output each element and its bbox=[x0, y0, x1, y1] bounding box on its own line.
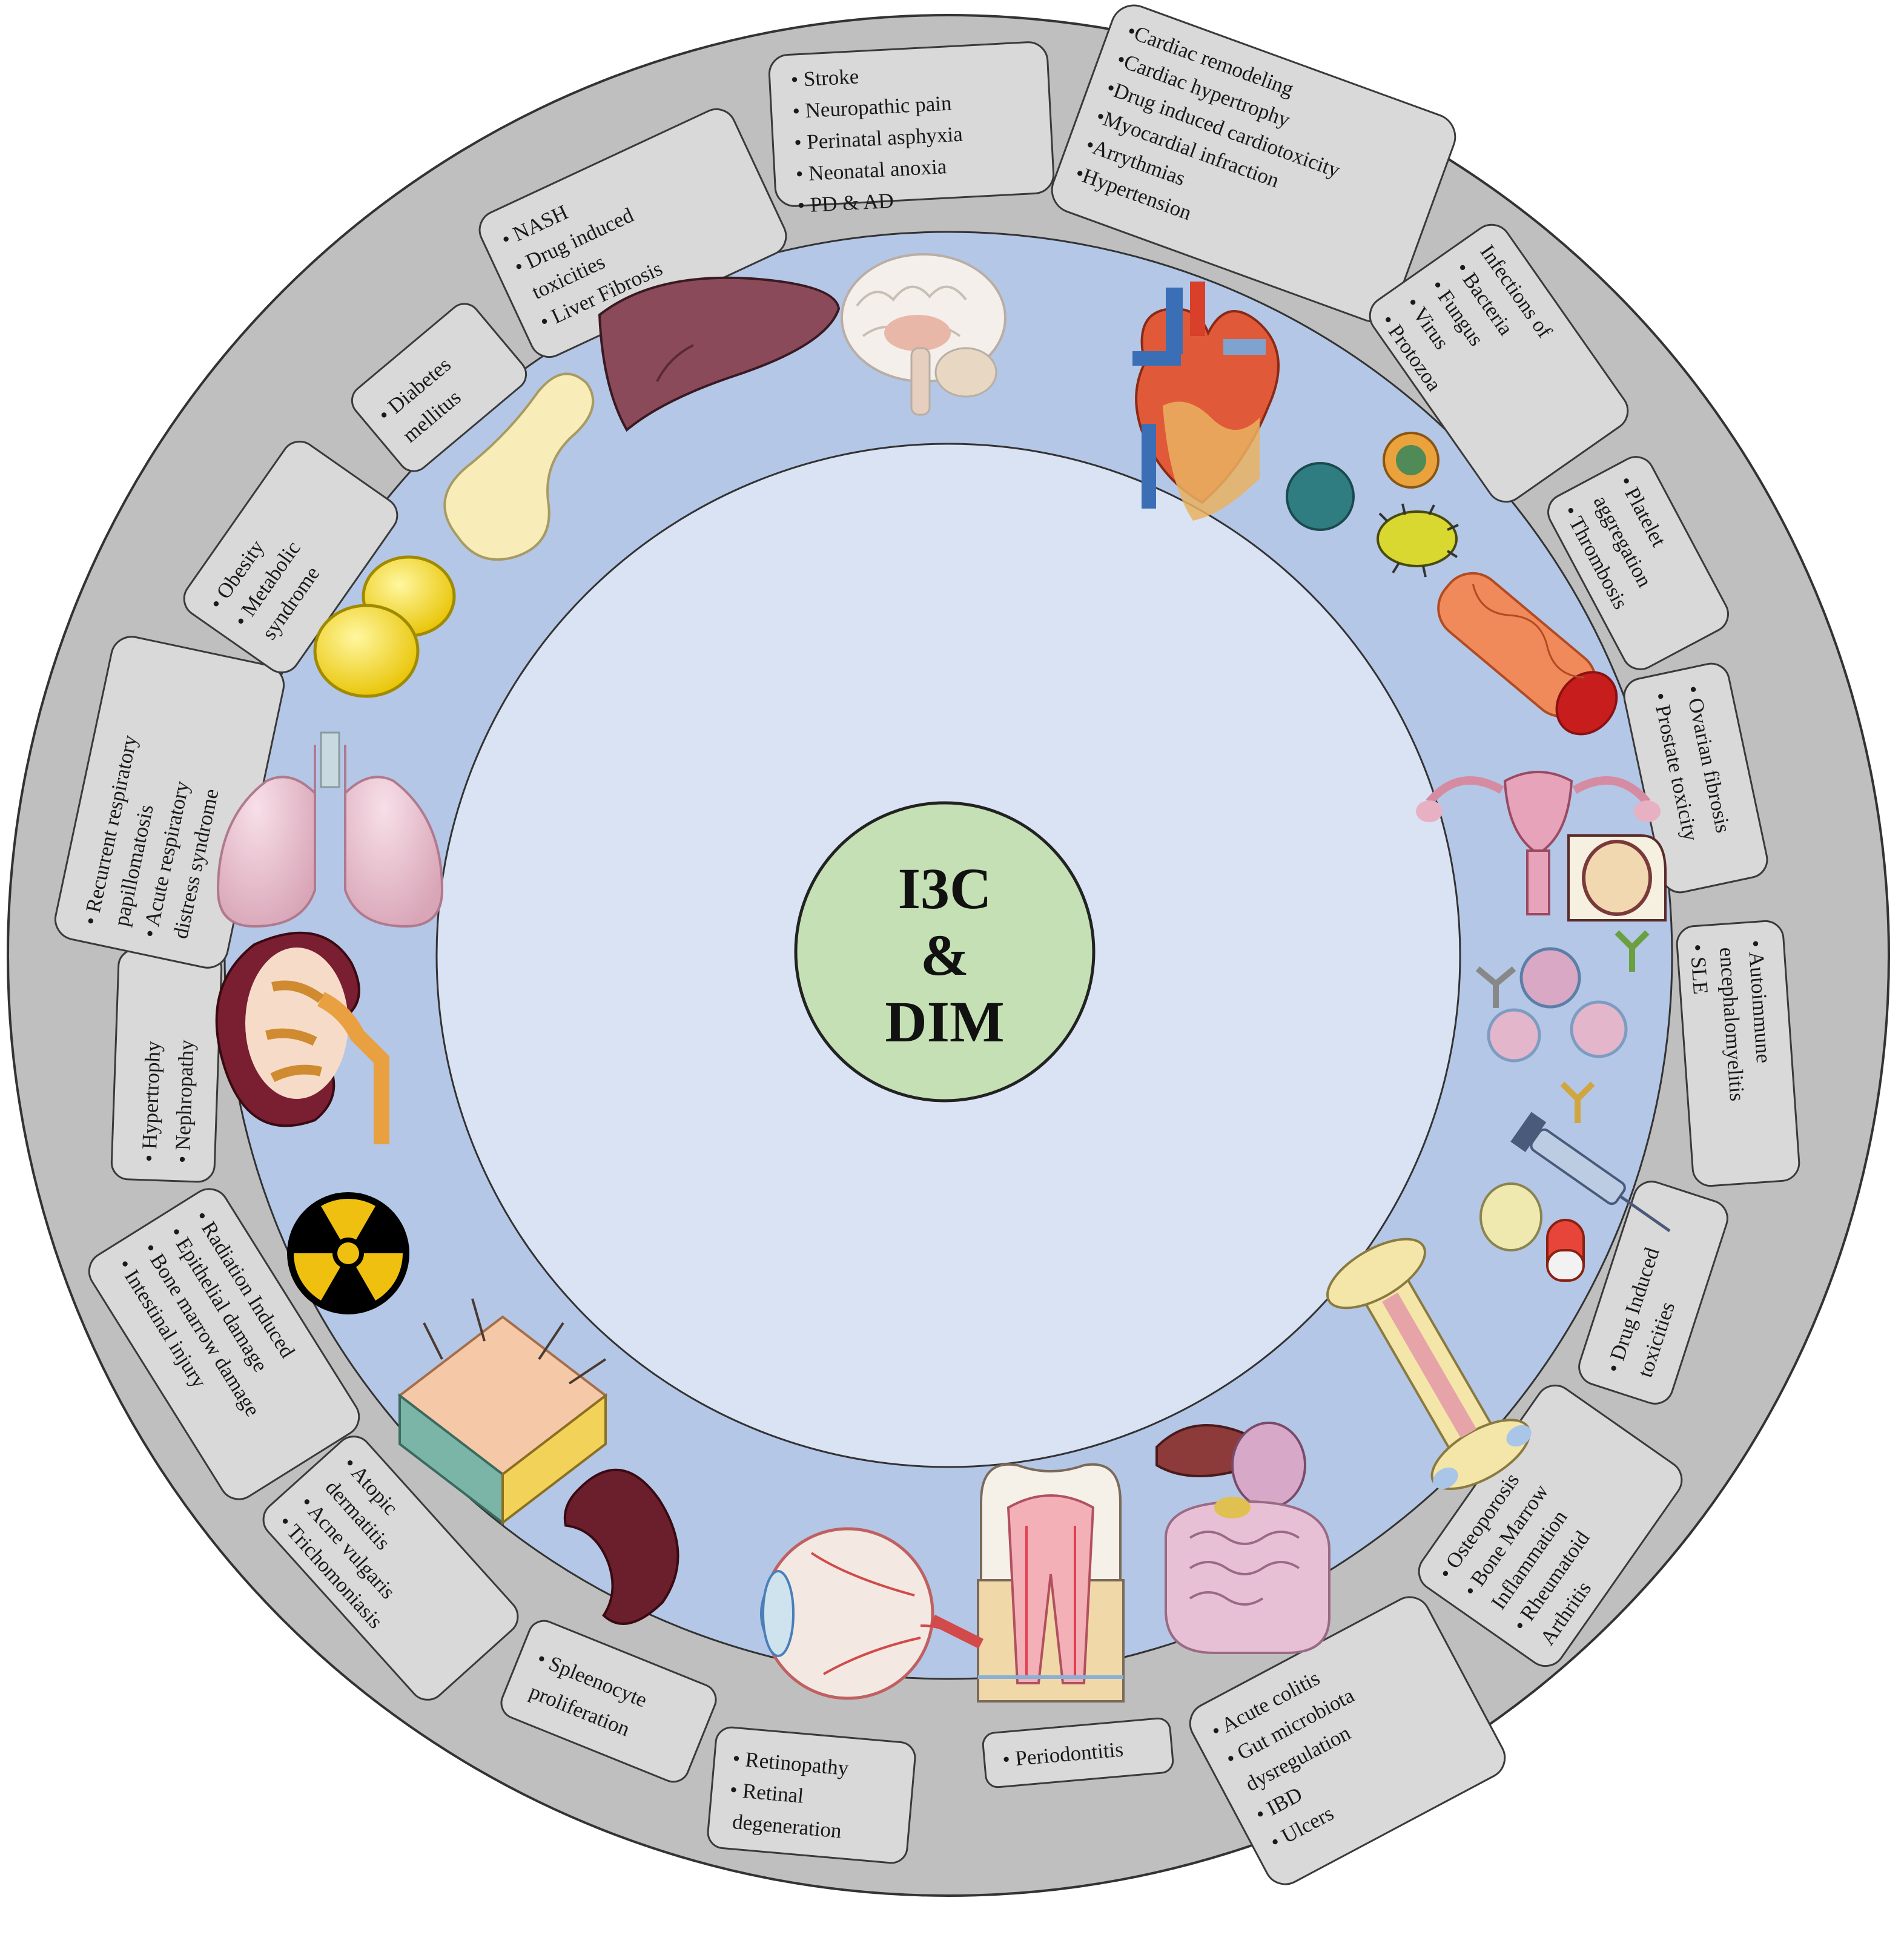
bone-icon bbox=[1326, 1238, 1532, 1491]
label-box-immune: • Autoimmune encephalomyelitis• SLE bbox=[1676, 920, 1800, 1187]
spleen-icon bbox=[563, 1468, 679, 1625]
center-badge: I3C & DIM bbox=[794, 801, 1096, 1103]
label-box-heart: •Cardiac remodeling•Cardiac hypertrophy•… bbox=[1051, 4, 1456, 323]
virus-icon bbox=[1286, 432, 1459, 578]
label-box-radiation: • Radiation Induced• Epithelial damage• … bbox=[88, 1188, 360, 1500]
digestive-system-icon bbox=[1155, 1422, 1330, 1654]
kidney-icon bbox=[215, 931, 389, 1144]
pills-syringe-icon bbox=[1479, 1112, 1671, 1282]
label-box-reproductive: • Ovarian fibrosis• Prostate toxicity bbox=[1623, 662, 1768, 894]
label-box-gut: • Acute colitis• Gut microbiota dysregul… bbox=[1189, 1596, 1506, 1885]
lungs-icon bbox=[216, 731, 444, 928]
svg-text:• Hypertrophy• Nephropathy: • Hypertrophy• Nephropathy bbox=[137, 1038, 198, 1163]
label-line: • PD & AD bbox=[797, 189, 894, 217]
label-line: • Stroke bbox=[790, 64, 859, 91]
label-line: • SLE bbox=[1685, 943, 1713, 995]
label-box-bone: • Osteoporosis• Bone Marrow Inflammation… bbox=[1418, 1384, 1683, 1667]
center-line-3: DIM bbox=[885, 989, 1004, 1054]
tooth-icon bbox=[977, 1463, 1125, 1703]
label-line: • Nephropathy bbox=[170, 1039, 198, 1163]
radiation-icon bbox=[287, 1192, 409, 1314]
eye-icon bbox=[760, 1527, 984, 1700]
brain-icon bbox=[841, 253, 1007, 416]
label-box-brain: • Stroke• Neuropathic pain• Perinatal as… bbox=[768, 41, 1055, 217]
center-line-2: & bbox=[921, 923, 969, 987]
fat-cells-icon bbox=[313, 555, 456, 698]
label-box-spleen: • Spleenocyte proliferation bbox=[500, 1620, 717, 1783]
label-box-fat: • Obesity• Metabolic syndrome bbox=[183, 440, 398, 674]
heart-icon bbox=[1132, 282, 1280, 521]
label-box-drug: • Drug Induced toxicities bbox=[1578, 1181, 1728, 1405]
label-box-kidney: • Hypertrophy• Nephropathy bbox=[110, 948, 223, 1183]
label-box-eye: • Retinopathy• Retinal degeneration bbox=[707, 1726, 916, 1864]
reproductive-organs-icon bbox=[1416, 771, 1667, 921]
label-box-vessel: • Platelet aggregation• Thrombosis bbox=[1547, 456, 1729, 670]
liver-icon bbox=[598, 276, 841, 432]
label-box-tooth: • Periodontitis bbox=[982, 1717, 1174, 1789]
blood-vessel-icon bbox=[1437, 572, 1618, 736]
immune-cells-icon bbox=[1475, 930, 1650, 1123]
skin-icon bbox=[397, 1298, 608, 1526]
pancreas-icon bbox=[443, 372, 595, 561]
label-box-pancreas: • Diabetes mellitus bbox=[351, 303, 527, 472]
label-line: • Hypertrophy bbox=[137, 1040, 165, 1162]
center-line-1: I3C bbox=[898, 856, 992, 921]
